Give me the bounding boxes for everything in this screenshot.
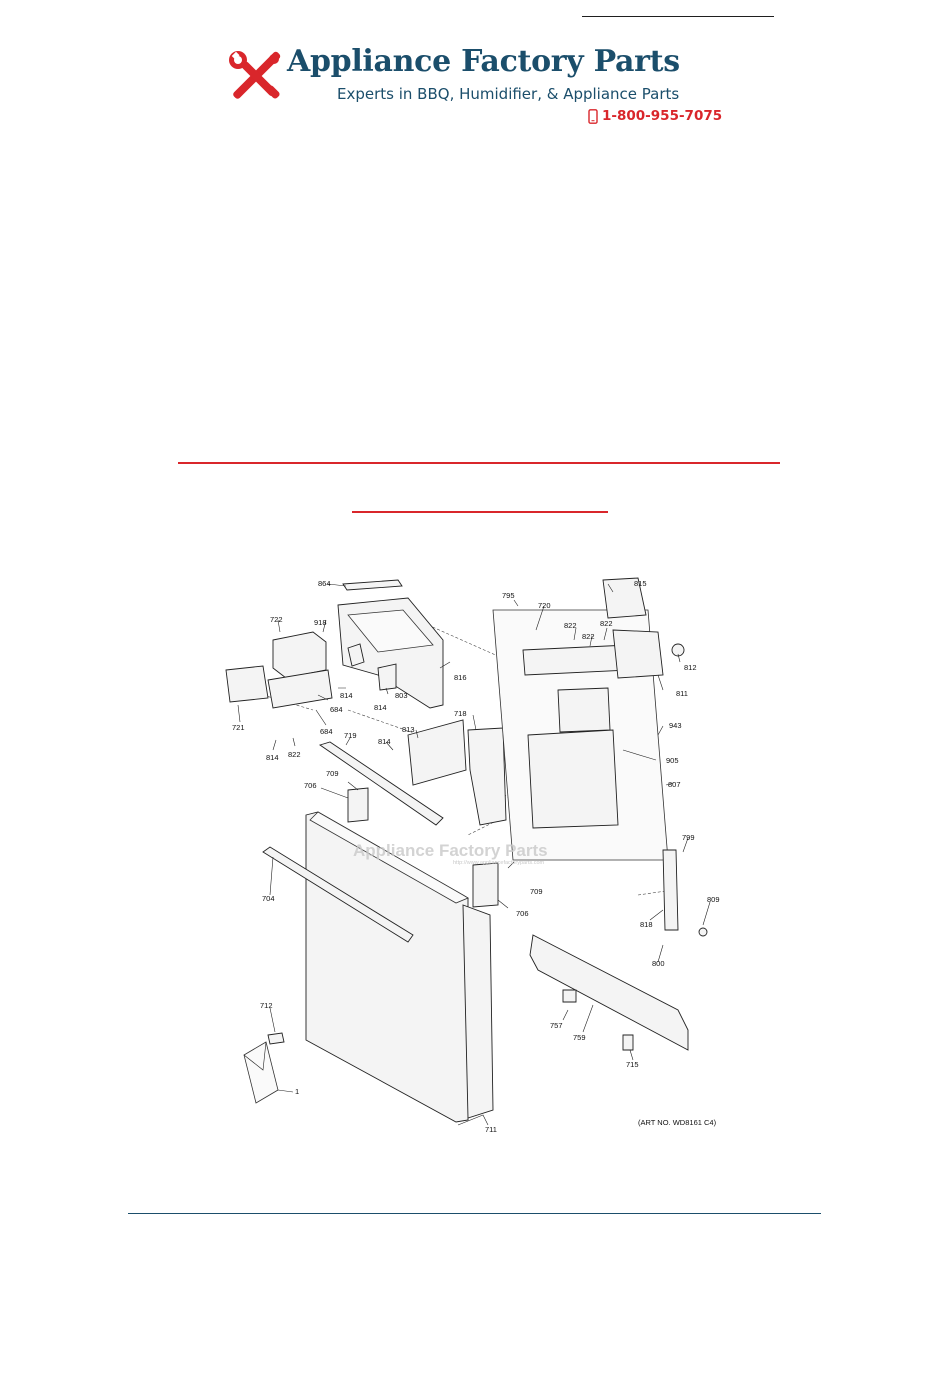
callout-label: 799 xyxy=(682,833,695,842)
callout-label: 706 xyxy=(304,781,317,790)
callout-label: 814 xyxy=(378,737,391,746)
art-number: (ART NO. WD8161 C4) xyxy=(638,1118,717,1127)
phone-contact[interactable]: 1-800-955-7075 xyxy=(588,108,722,124)
callout-label: 812 xyxy=(684,663,697,672)
callout-label: 807 xyxy=(668,780,681,789)
literature-envelope-part xyxy=(243,1041,279,1104)
callout-label: 712 xyxy=(260,1001,273,1010)
callout-label: 704 xyxy=(262,894,275,903)
callout-label: 721 xyxy=(232,723,245,732)
callout-label: 822 xyxy=(582,632,595,641)
callout-label: 943 xyxy=(669,721,682,730)
callout-label: 814 xyxy=(374,703,387,712)
callout-label: 795 xyxy=(502,591,515,600)
knob-part xyxy=(671,643,685,657)
callout-label: 718 xyxy=(454,709,467,718)
callout-label: 720 xyxy=(538,601,551,610)
control-board-part xyxy=(318,741,444,826)
brand-name: Appliance Factory Parts xyxy=(287,44,680,79)
callout-label: 822 xyxy=(288,750,301,759)
callout-label: 722 xyxy=(270,615,283,624)
toe-panel-part xyxy=(529,934,689,1051)
callout-label: 818 xyxy=(640,920,653,929)
wrench-screwdriver-icon xyxy=(229,51,281,99)
brand-tagline: Experts in BBQ, Humidifier, & Appliance … xyxy=(337,85,680,103)
callout-label: 918 xyxy=(314,618,327,627)
callout-label: 757 xyxy=(550,1021,563,1030)
callout-label: 814 xyxy=(266,753,279,762)
callout-label: 814 xyxy=(340,691,353,700)
callout-label: 711 xyxy=(485,1125,497,1134)
badge-part xyxy=(267,1032,285,1045)
vent-strip-part xyxy=(342,579,403,591)
callout-label: 759 xyxy=(573,1033,586,1042)
duct-part xyxy=(467,727,507,826)
control-module-part xyxy=(272,631,327,679)
callout-label: 684 xyxy=(320,727,333,736)
callout-label: 1 xyxy=(295,1087,299,1096)
callout-label: 822 xyxy=(600,619,613,628)
callout-label: 803 xyxy=(395,691,408,700)
mobile-phone-icon xyxy=(588,108,598,124)
callout-label: 864 xyxy=(318,579,331,588)
section-divider-red-short xyxy=(352,511,608,513)
section-divider-red xyxy=(178,462,780,464)
phone-number: 1-800-955-7075 xyxy=(602,108,723,124)
callout-label: 719 xyxy=(344,731,357,740)
callout-label: 815 xyxy=(634,579,647,588)
callout-label: 811 xyxy=(676,689,688,698)
callout-label: 809 xyxy=(707,895,720,904)
callout-label: 709 xyxy=(530,887,543,896)
callout-label: 684 xyxy=(330,705,343,714)
callout-label: 709 xyxy=(326,769,339,778)
callout-label: 706 xyxy=(516,909,529,918)
exploded-parts-diagram: Appliance Factory Parts http://www.appli… xyxy=(225,577,720,1134)
callout-label: 816 xyxy=(454,673,467,682)
vent-cover-part xyxy=(602,577,647,619)
callout-label: 800 xyxy=(652,959,665,968)
callout-label: 813 xyxy=(402,725,415,734)
latch-part xyxy=(225,665,269,703)
footer-divider xyxy=(128,1213,821,1214)
watermark-url: http://www.appliancefactoryparts.com xyxy=(453,860,545,866)
callout-label: 905 xyxy=(666,756,679,765)
top-rule xyxy=(582,16,774,17)
callout-label: 822 xyxy=(564,621,577,630)
callout-label: 715 xyxy=(626,1060,639,1069)
door-handle-part xyxy=(262,846,414,943)
watermark-text: Appliance Factory Parts xyxy=(353,841,548,860)
